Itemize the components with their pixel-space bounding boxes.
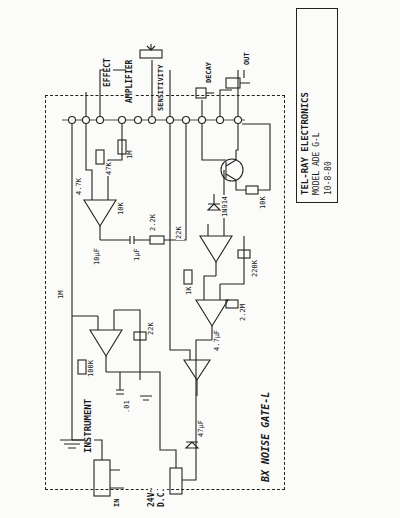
terminal-label: EFFECT <box>104 57 113 88</box>
component-value: 2.2M <box>240 303 248 322</box>
terminal-strip <box>62 117 245 124</box>
terminal-label: DECAY <box>206 61 214 84</box>
title-text: MODEL ADE G-L <box>313 132 322 195</box>
power-connector <box>160 400 198 494</box>
terminal-label: 24V~ <box>148 487 157 508</box>
component-value: 4.7K <box>76 177 84 196</box>
potentiometer <box>140 50 162 58</box>
input-jack <box>72 440 124 496</box>
terminal-label: SENSITIVITY <box>158 64 166 112</box>
component-value: 10K <box>260 195 268 210</box>
op-amp-symbol <box>196 220 232 340</box>
output-jack <box>196 70 250 98</box>
component-value: 1M <box>127 150 135 160</box>
title-text: 10-8-80 <box>325 161 334 195</box>
component-value: 100K <box>88 359 96 378</box>
diode-symbol <box>208 204 220 210</box>
terminal-label: AMPLIFIER <box>126 59 135 104</box>
component-value: 22K <box>176 225 184 240</box>
component-value: 1K <box>186 286 194 296</box>
component-value: 4.7µF <box>214 329 222 352</box>
component-value: .01 <box>124 399 132 414</box>
terminal-label: INSTRUMENT <box>84 398 94 454</box>
component-value: 1N914 <box>222 195 230 218</box>
component-value: 2.2K <box>150 213 158 232</box>
component-value: 1M <box>58 290 66 300</box>
component-value: 1µF <box>134 247 142 262</box>
transistor-symbol <box>221 150 246 190</box>
component-value: 47µF <box>198 419 206 438</box>
title-text: TEL-RAY ELECTRONICS <box>301 92 311 195</box>
region-label: BX NOISE GATE-L <box>260 392 271 482</box>
terminal-label: OUT <box>244 51 252 66</box>
op-amp-symbol <box>170 124 210 396</box>
component-value: 22K <box>148 321 156 336</box>
component-value: 10K <box>118 201 126 216</box>
terminal-label: D.C. <box>158 487 167 508</box>
terminal-label: IN <box>114 498 122 508</box>
component-value: 10µF <box>94 247 102 266</box>
component-value: 220K <box>252 259 260 278</box>
circuit-board-region: BX NOISE GATE-L <box>45 95 285 490</box>
component-value: 47K <box>106 161 114 176</box>
op-amp-symbol <box>84 180 116 240</box>
title-block: TEL-RAY ELECTRONICSMODEL ADE G-L10-8-80 <box>296 8 338 203</box>
